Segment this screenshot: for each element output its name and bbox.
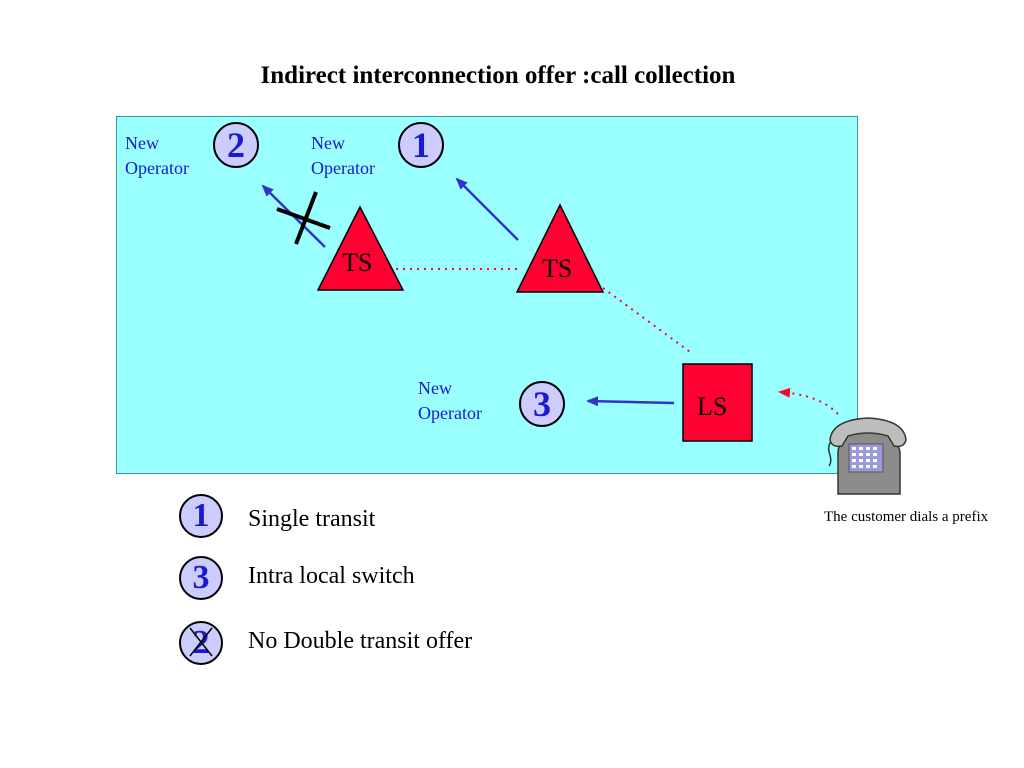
legend-3-badge: 2 — [179, 621, 223, 665]
ls-label: LS — [697, 392, 728, 421]
arrow-ts-to-operator-1 — [455, 177, 519, 241]
transit-switch-left — [316, 205, 405, 291]
ts-right-label: TS — [542, 254, 573, 283]
legend-1-text: Single transit — [248, 506, 376, 532]
customer-caption: The customer dials a prefix — [824, 509, 989, 525]
cross-mark-icon — [276, 191, 331, 245]
operator-1-label: New Operator — [311, 133, 375, 178]
telephone-icon — [827, 417, 907, 495]
operator-2-badge: 2 — [213, 122, 259, 168]
arrow-ls-to-operator-3 — [586, 396, 675, 407]
local-switch — [682, 363, 753, 442]
transit-switch-right — [515, 203, 605, 293]
diagram-title: Indirect interconnection offer :call col… — [260, 62, 736, 89]
legend-2-badge: 3 — [179, 556, 223, 600]
operator-1-badge: 1 — [398, 122, 444, 168]
legend-1-badge: 1 — [179, 494, 223, 538]
legend-blocked-mark — [189, 627, 213, 657]
legend-2-text: Intra local switch — [248, 563, 415, 589]
legend-3-text: No Double transit offer — [248, 628, 473, 654]
operator-2-label: New Operator — [125, 133, 189, 178]
operator-3-badge: 3 — [519, 381, 565, 427]
link-phone-ls — [778, 387, 839, 415]
operator-3-label: New Operator — [418, 378, 482, 423]
ts-left-label: TS — [342, 248, 373, 277]
